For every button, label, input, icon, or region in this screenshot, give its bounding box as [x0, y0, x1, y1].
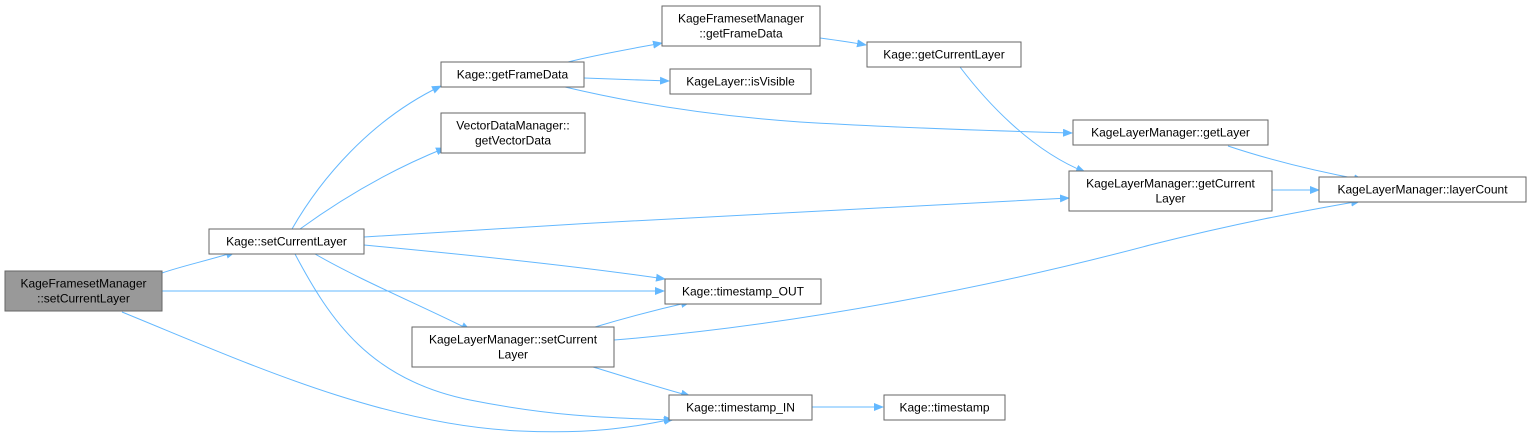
node-label: KageFramesetManager [678, 12, 804, 26]
node-label: getVectorData [475, 134, 551, 148]
node-box [4, 270, 163, 312]
edge-klm-setcurrentlayer-to-kage-timestamp-in [592, 366, 691, 398]
nodes: KageFramesetManager::setCurrentLayerKage… [4, 5, 1527, 421]
node-klm-setcurrentlayer[interactable]: KageLayerManager::setCurrentLayer [411, 326, 615, 368]
edge-kage-setcurrentlayer-to-kage-getframedata [291, 85, 442, 230]
node-box [440, 61, 585, 88]
node-kfm-setcurrentlayer[interactable]: KageFramesetManager::setCurrentLayer [4, 270, 163, 312]
node-box [883, 394, 1006, 421]
node-label: Layer [498, 348, 528, 362]
edge-kage-setcurrentlayer-to-vdm-getvectordata [299, 147, 446, 230]
node-label: Kage::getCurrentLayer [883, 48, 1004, 62]
node-klm-getlayer[interactable]: KageLayerManager::getLayer [1072, 119, 1269, 146]
node-kage-setcurrentlayer[interactable]: Kage::setCurrentLayer [208, 228, 365, 255]
edge-kage-getframedata-to-klm-getlayer [564, 86, 1073, 137]
node-box [1072, 119, 1269, 146]
node-vdm-getvectordata[interactable]: VectorDataManager::getVectorData [440, 112, 586, 154]
edge-kfm-getframedata-to-kage-getcurrentlayer [819, 37, 867, 48]
node-label: KageLayer::isVisible [686, 75, 795, 89]
node-box [668, 394, 813, 421]
edge-kage-setcurrentlayer-to-kage-timestamp-in [294, 253, 674, 424]
node-box [669, 68, 812, 95]
node-kage-timestamp-out[interactable]: Kage::timestamp_OUT [664, 278, 822, 305]
node-box [1318, 176, 1527, 203]
node-klm-layercount[interactable]: KageLayerManager::layerCount [1318, 176, 1527, 203]
edge-kfm-setcurrentlayer-to-kage-timestamp-in [121, 311, 674, 433]
node-label: Kage::setCurrentLayer [226, 235, 347, 249]
node-label: Kage::timestamp_IN [686, 401, 795, 415]
node-box [1068, 170, 1273, 212]
node-klm-getcurrentlayer[interactable]: KageLayerManager::getCurrentLayer [1068, 170, 1273, 212]
node-box [208, 228, 365, 255]
node-kage-timestamp-in[interactable]: Kage::timestamp_IN [668, 394, 813, 421]
node-label: KageLayerManager::getCurrent [1086, 177, 1255, 191]
node-kfm-getframedata[interactable]: KageFramesetManager::getFrameData [661, 5, 821, 47]
node-label: ::setCurrentLayer [37, 292, 130, 306]
node-kagelayer-isvisible[interactable]: KageLayer::isVisible [669, 68, 812, 95]
edge-kage-setcurrentlayer-to-kage-timestamp-out [363, 244, 666, 282]
node-label: Kage::getFrameData [457, 68, 569, 82]
node-box [440, 112, 586, 154]
node-label: Layer [1155, 192, 1185, 206]
node-box [661, 5, 821, 47]
edge-klm-setcurrentlayer-to-klm-layercount [613, 198, 1361, 341]
node-box [411, 326, 615, 368]
node-kage-getcurrentlayer[interactable]: Kage::getCurrentLayer [866, 41, 1022, 68]
edge-kfm-setcurrentlayer-to-kage-setcurrentlayer [161, 250, 236, 274]
node-box [866, 41, 1022, 68]
node-label: KageFramesetManager [20, 277, 146, 291]
node-label: KageLayerManager::layerCount [1337, 183, 1508, 197]
node-box [664, 278, 822, 305]
node-kage-getframedata[interactable]: Kage::getFrameData [440, 61, 585, 88]
node-label: ::getFrameData [699, 27, 783, 41]
edge-kage-setcurrentlayer-to-klm-getcurrentlayer [363, 194, 1070, 238]
node-label: KageLayerManager::getLayer [1091, 126, 1250, 140]
node-kage-timestamp[interactable]: Kage::timestamp [883, 394, 1006, 421]
node-label: Kage::timestamp_OUT [682, 285, 805, 299]
edge-kage-getframedata-to-kfm-getframedata [567, 40, 663, 63]
node-label: Kage::timestamp [899, 401, 989, 415]
edge-kage-setcurrentlayer-to-klm-setcurrentlayer [314, 253, 471, 331]
node-label: KageLayerManager::setCurrent [429, 333, 598, 347]
edge-kage-getframedata-to-kagelayer-isvisible [583, 76, 670, 85]
edge-kage-getcurrentlayer-to-klm-getcurrentlayer [959, 66, 1086, 173]
node-label: VectorDataManager:: [456, 119, 569, 133]
edge-klm-setcurrentlayer-to-kage-timestamp-out [594, 300, 691, 328]
